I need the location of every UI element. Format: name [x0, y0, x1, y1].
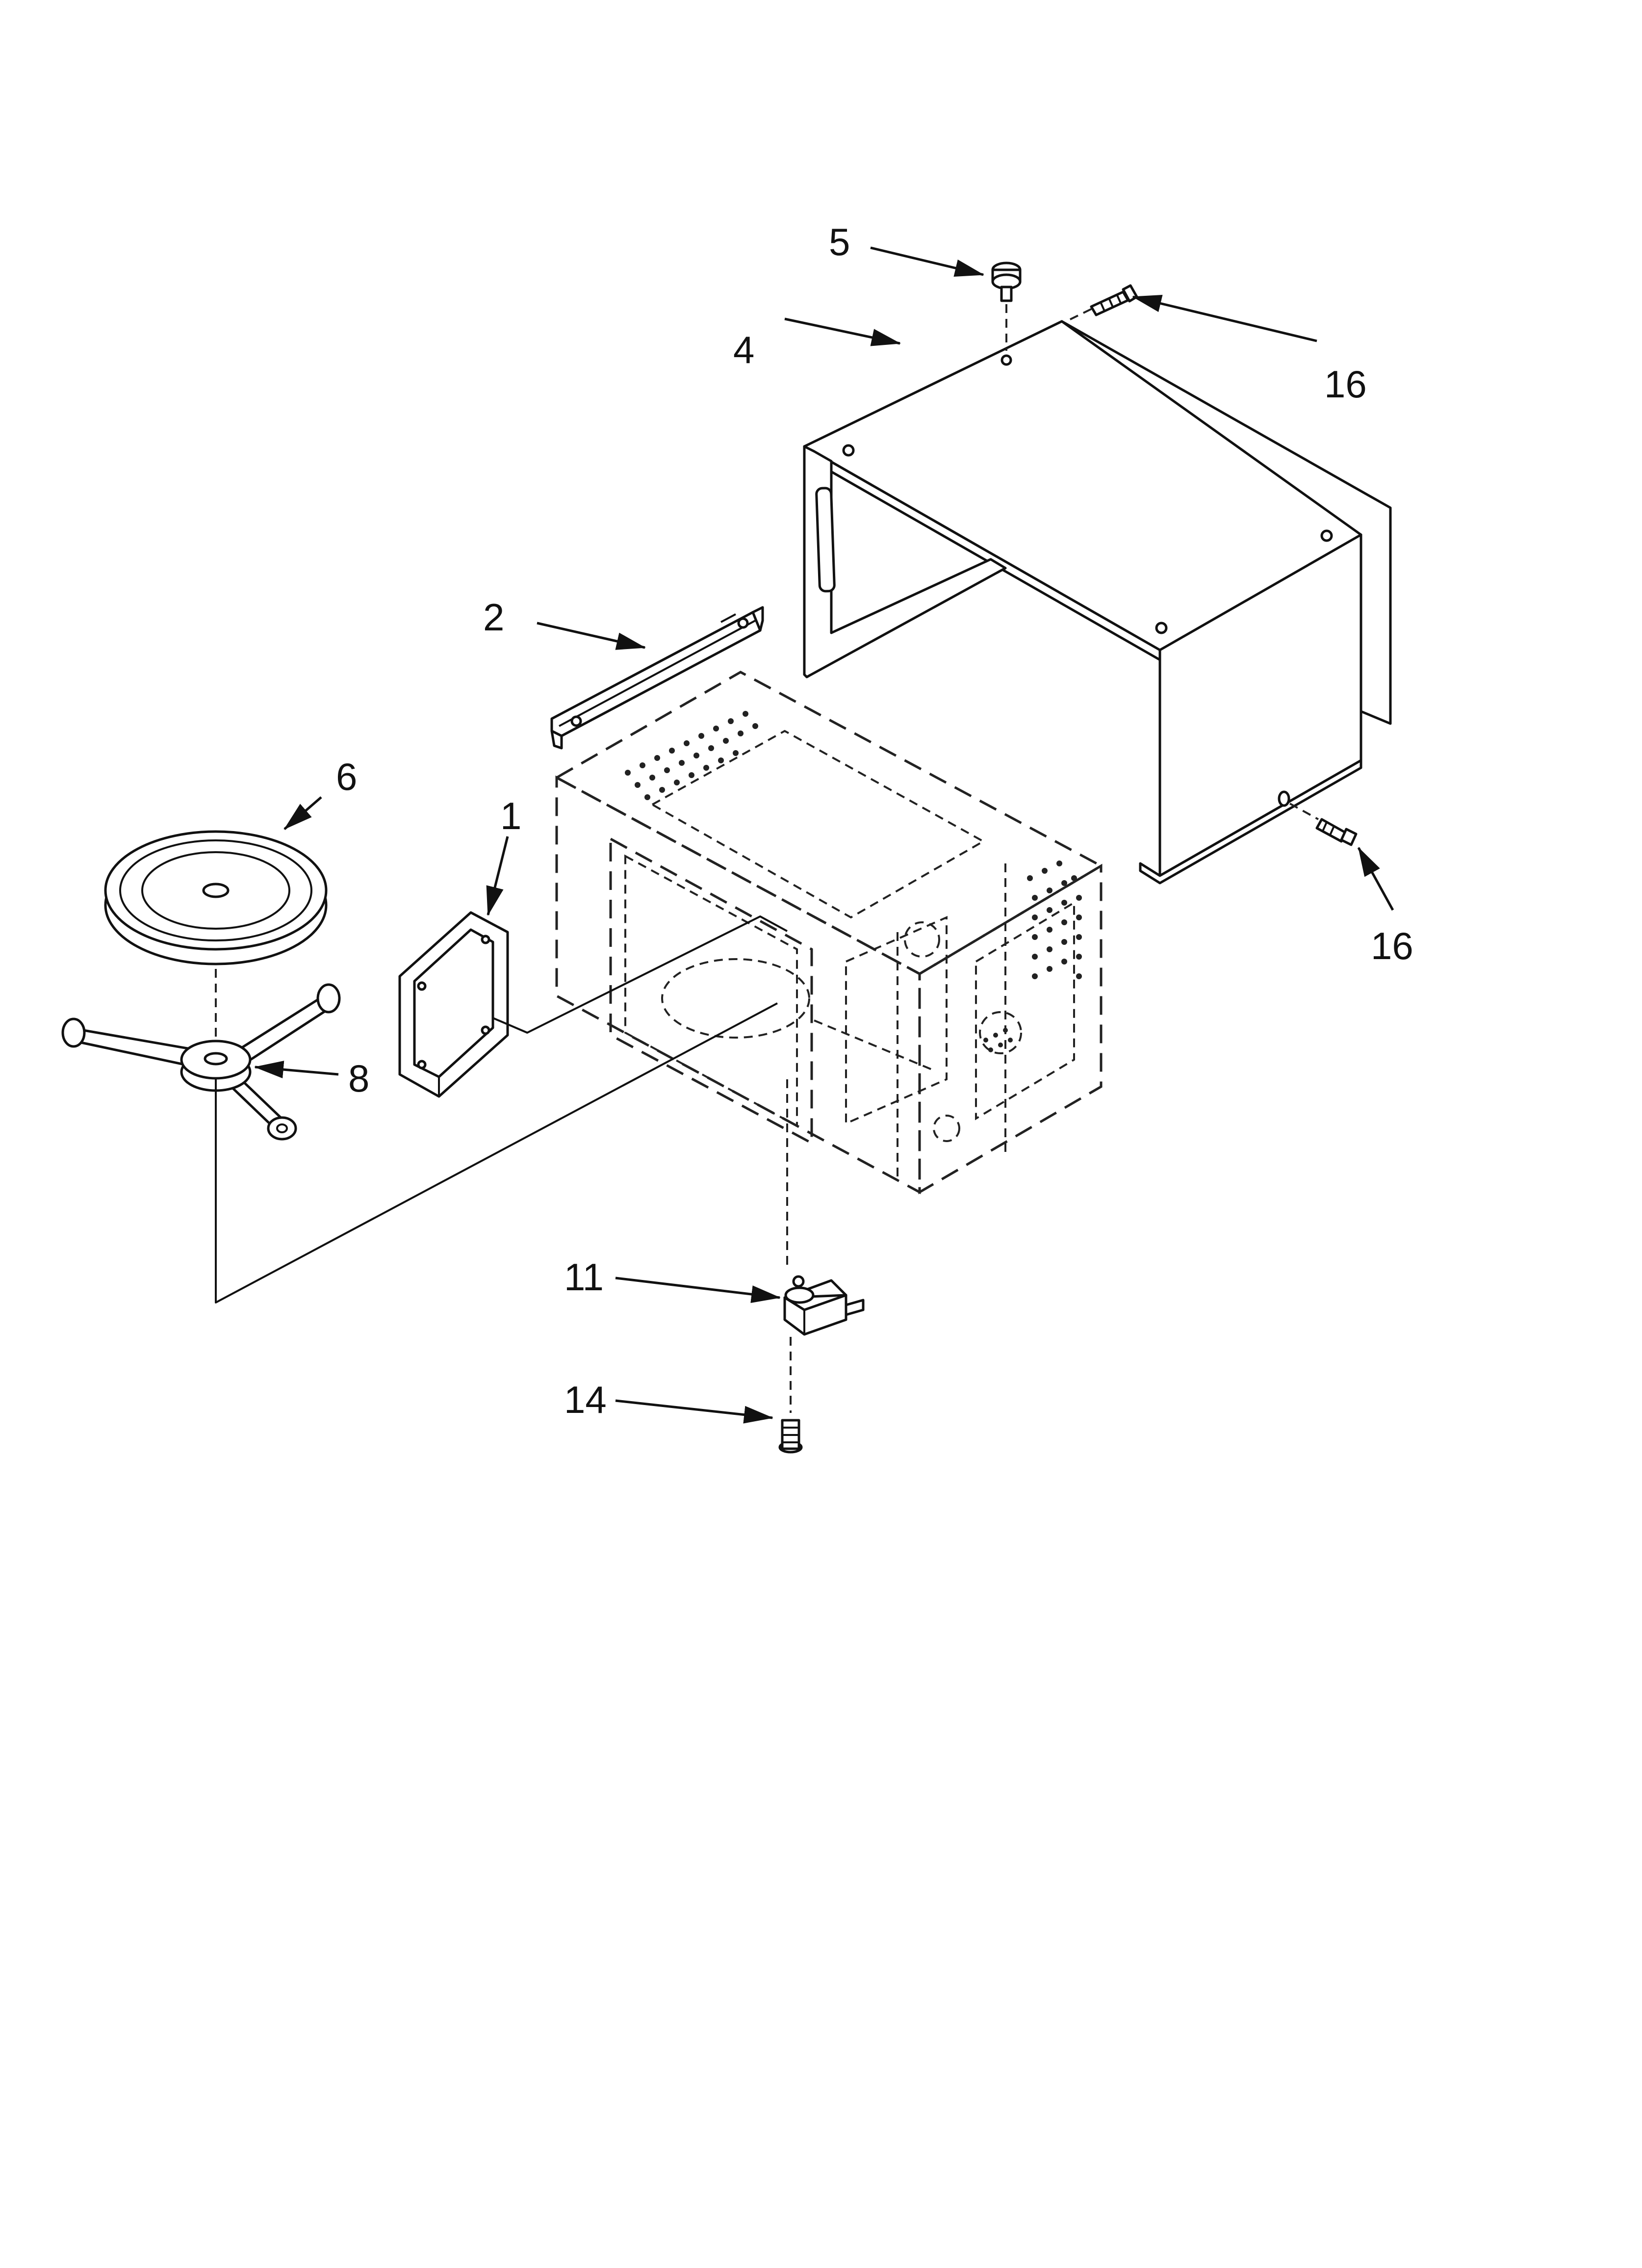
callout-8: 8: [348, 1057, 369, 1100]
leader-16-top: [1132, 295, 1317, 342]
callout-16-side: 16: [1371, 924, 1413, 967]
leader-6: [283, 796, 322, 830]
callout-5: 5: [829, 220, 850, 263]
waveguide-gasket: [398, 911, 509, 1098]
leader-2: [537, 622, 646, 650]
callout-labels: 5 4 16 2 6 1 8 11 14 16: [336, 220, 1413, 1421]
leader-11: [615, 1277, 781, 1303]
guide-line-roller: [215, 1002, 778, 1303]
roller-support: [61, 983, 341, 1141]
bracket-strip: [550, 606, 764, 750]
callout-14: 14: [564, 1378, 607, 1421]
axis-screw-top: [1069, 308, 1092, 321]
leader-5: [870, 246, 984, 277]
callout-6: 6: [336, 755, 357, 798]
turntable-motor: [783, 1275, 865, 1336]
leader-4: [784, 317, 901, 346]
leader-16-side: [1357, 847, 1394, 911]
axis-screw-side: [1289, 803, 1319, 820]
cabinet-plug: [991, 261, 1022, 302]
leader-14: [615, 1399, 773, 1424]
outer-cabinet-wrapper: [803, 320, 1392, 885]
cabinet-screw-top: [1090, 284, 1138, 316]
leader-1: [486, 836, 509, 916]
callout-1: 1: [500, 794, 521, 837]
callout-4: 4: [733, 328, 754, 371]
leader-lines: [254, 246, 1394, 1424]
motor-screw: [778, 1419, 803, 1454]
guide-line-gasket: [492, 915, 788, 1034]
callout-11: 11: [564, 1255, 604, 1299]
chassis-outline: [554, 671, 1104, 1195]
callout-16-top: 16: [1324, 363, 1367, 406]
cabinet-screw-side: [1315, 818, 1358, 846]
leader-8: [254, 1061, 339, 1079]
callout-2: 2: [483, 596, 504, 639]
glass-turntable-tray: [104, 830, 328, 965]
